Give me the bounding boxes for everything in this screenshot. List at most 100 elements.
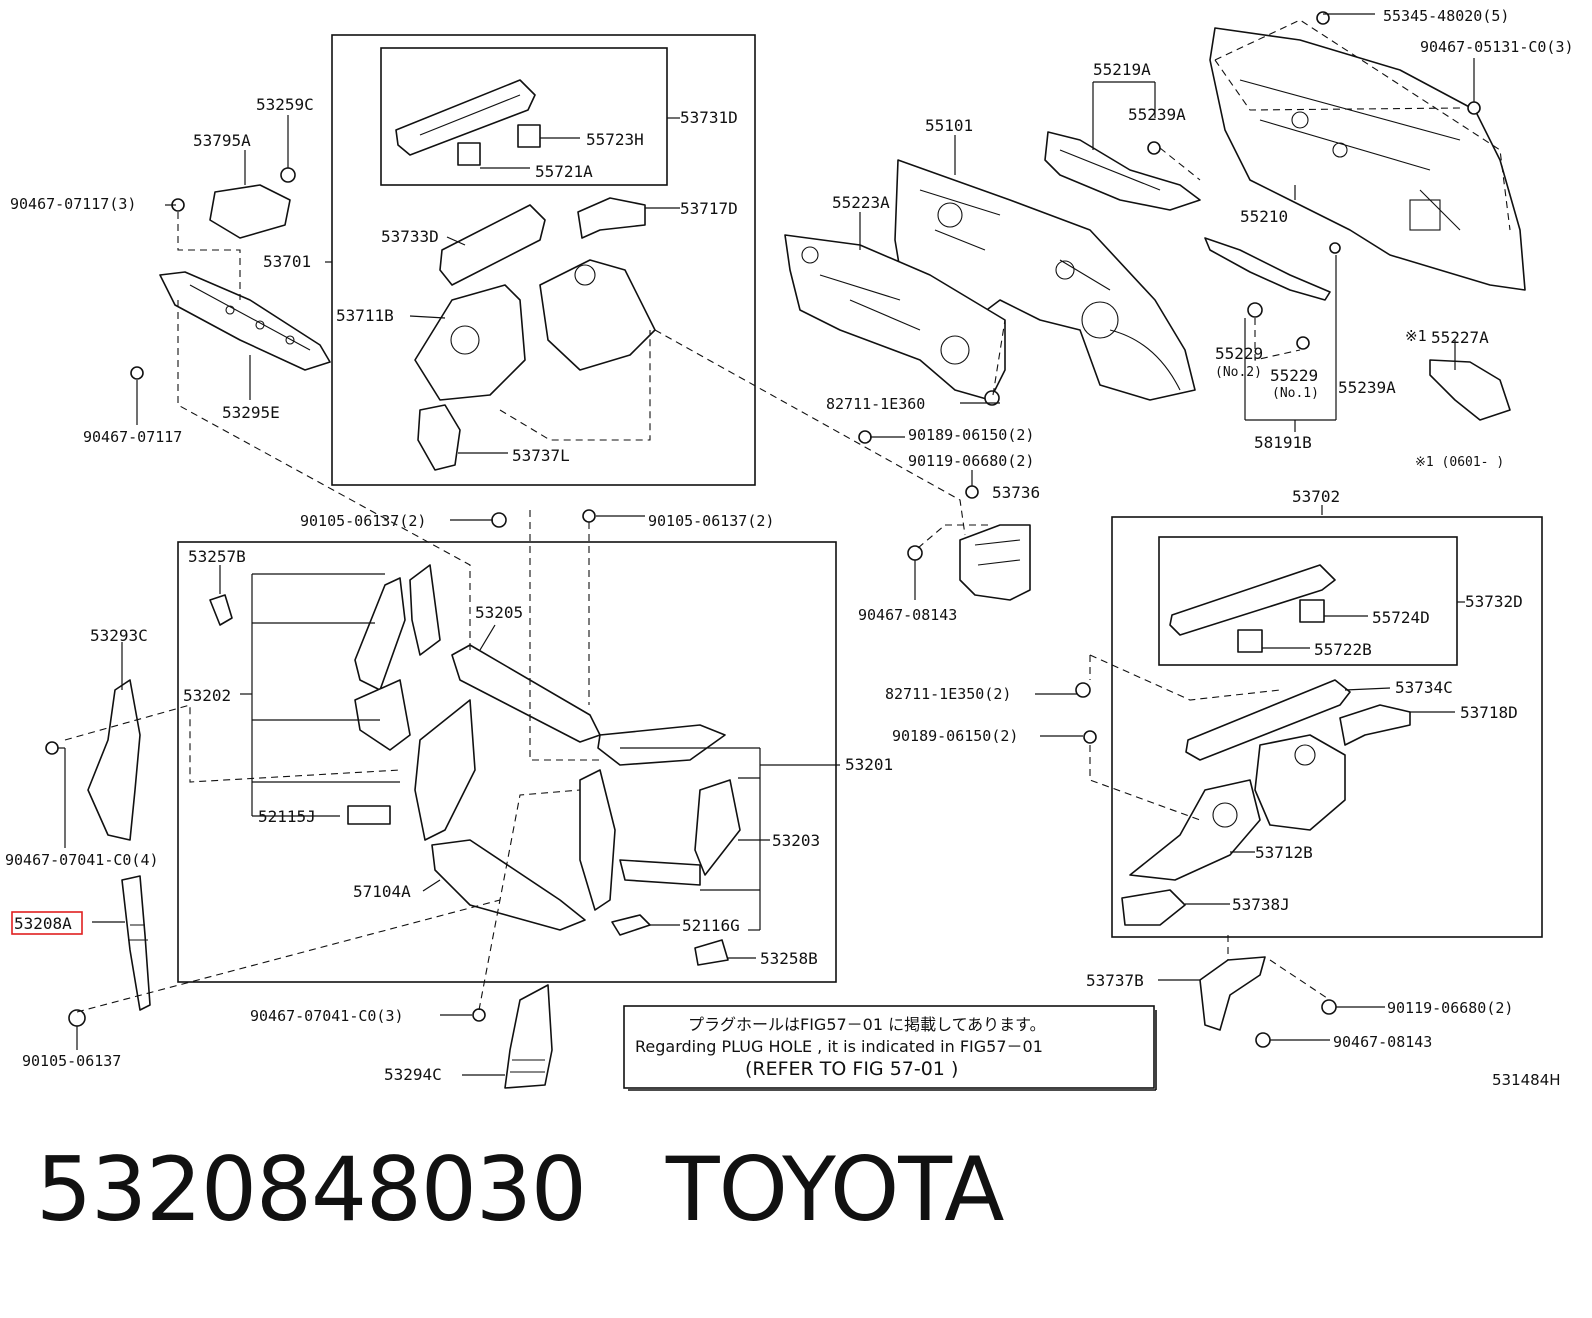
label-53736: 53736 bbox=[992, 483, 1040, 502]
caption-part-number: 5320848030 bbox=[36, 1138, 587, 1241]
label-53717D: 53717D bbox=[680, 199, 738, 218]
part-53718D bbox=[1339, 704, 1411, 746]
footnote-range: ※1 (0601- ) bbox=[1415, 455, 1504, 470]
label-52115J: 52115J bbox=[258, 807, 316, 826]
parts-diagram: 55345-48020(5) 90467-05131-C0(3) 55219A … bbox=[5, 7, 1574, 1091]
label-55239A-top: 55239A bbox=[1128, 105, 1186, 124]
label-53738J: 53738J bbox=[1232, 895, 1290, 914]
part-53734C bbox=[1185, 679, 1351, 761]
part-55722B-shape bbox=[1237, 629, 1263, 653]
group-box-53701 bbox=[331, 34, 756, 486]
part-55723H-shape bbox=[517, 124, 541, 148]
label-90105-06137-left: 90105-06137(2) bbox=[300, 512, 426, 530]
label-55101: 55101 bbox=[925, 116, 973, 135]
radiator-support-part bbox=[209, 564, 741, 966]
group-box-53201 bbox=[177, 541, 837, 983]
label-53201: 53201 bbox=[845, 755, 893, 774]
label-55345: 55345-48020(5) bbox=[1383, 7, 1509, 25]
label-55724D: 55724D bbox=[1372, 608, 1430, 627]
label-55229-no1: 55229 bbox=[1270, 366, 1318, 385]
label-53731D: 53731D bbox=[680, 108, 738, 127]
group-box-53732D bbox=[1158, 536, 1458, 666]
group-box-53731D bbox=[380, 47, 668, 186]
label-90467-07117-3: 90467-07117(3) bbox=[10, 195, 136, 213]
cowl-part-53295E bbox=[159, 271, 331, 371]
part-53738J bbox=[1121, 889, 1186, 926]
leader-lines bbox=[58, 13, 1475, 1076]
label-53701: 53701 bbox=[263, 252, 311, 271]
part-labels: 55345-48020(5) 90467-05131-C0(3) 55219A … bbox=[5, 7, 1574, 1084]
label-55229-no1-sub: (No.1) bbox=[1272, 386, 1319, 401]
part-53736 bbox=[959, 524, 1031, 601]
label-90119-06680-bottom: 90119-06680(2) bbox=[1387, 999, 1513, 1017]
label-57104A: 57104A bbox=[353, 882, 411, 901]
plug-hole-note: プラグホールはFIG57－01 に掲載してあります。 Regarding PLU… bbox=[635, 1015, 1046, 1080]
label-53702: 53702 bbox=[1292, 487, 1340, 506]
label-82711-1E360: 82711-1E360 bbox=[826, 395, 925, 413]
group-box-53702 bbox=[1111, 516, 1543, 938]
part-53293C bbox=[87, 679, 141, 841]
highlight-53208A bbox=[11, 911, 83, 935]
dash-panel-part bbox=[894, 159, 1196, 401]
label-53711B: 53711B bbox=[336, 306, 394, 325]
part-55721A-shape bbox=[457, 142, 481, 166]
label-90467-07041-3: 90467-07041-C0(3) bbox=[250, 1007, 404, 1025]
label-90467-05131: 90467-05131-C0(3) bbox=[1420, 38, 1574, 56]
note-reference: (REFER TO FIG 57-01 ) bbox=[745, 1058, 958, 1080]
diagram-code: 531484H bbox=[1492, 1071, 1561, 1089]
label-53295E: 53295E bbox=[222, 403, 280, 422]
insulator-part-55223A bbox=[784, 234, 1006, 401]
dash-insulator-part-55210 bbox=[1209, 27, 1526, 291]
bracket-part-58191B bbox=[1204, 237, 1331, 301]
part-53732D bbox=[1169, 564, 1336, 636]
label-55721A: 55721A bbox=[535, 162, 593, 181]
label-53294C: 53294C bbox=[384, 1065, 442, 1084]
label-55210: 55210 bbox=[1240, 207, 1288, 226]
label-53737L: 53737L bbox=[512, 446, 570, 465]
note-japanese: プラグホールはFIG57－01 に掲載してあります。 bbox=[688, 1015, 1046, 1034]
part-55227A bbox=[1429, 359, 1511, 421]
label-58191B: 58191B bbox=[1254, 433, 1312, 452]
label-52116G: 52116G bbox=[682, 916, 740, 935]
label-53795A: 53795A bbox=[193, 131, 251, 150]
part-53731D bbox=[395, 79, 536, 156]
label-82711-1E350: 82711-1E350(2) bbox=[885, 685, 1011, 703]
label-53718D: 53718D bbox=[1460, 703, 1518, 722]
label-55239A-bottom: 55239A bbox=[1338, 378, 1396, 397]
label-55227A: 55227A bbox=[1431, 328, 1489, 347]
label-53259C: 53259C bbox=[256, 95, 314, 114]
label-90467-07041-4: 90467-07041-C0(4) bbox=[5, 851, 159, 869]
label-53293C: 53293C bbox=[90, 626, 148, 645]
label-53257B: 53257B bbox=[188, 547, 246, 566]
footnote-mark-icon: ※1 bbox=[1405, 327, 1427, 345]
part-53737B bbox=[1199, 956, 1266, 1031]
label-55229-no2: 55229 bbox=[1215, 344, 1263, 363]
label-53202: 53202 bbox=[183, 686, 231, 705]
label-55229-no2-sub: (No.2) bbox=[1215, 365, 1262, 380]
label-90189-06150-top: 90189-06150(2) bbox=[908, 426, 1034, 444]
label-90189-06150-bottom: 90189-06150(2) bbox=[892, 727, 1018, 745]
note-english: Regarding PLUG HOLE , it is indicated in… bbox=[635, 1037, 1043, 1056]
part-53294C bbox=[504, 984, 553, 1089]
part-caption: 5320848030 TOYOTA bbox=[36, 1138, 1005, 1241]
part-55219A bbox=[1044, 131, 1201, 211]
label-55722B: 55722B bbox=[1314, 640, 1372, 659]
label-53712B: 53712B bbox=[1255, 843, 1313, 862]
apron-part-53711B bbox=[414, 259, 656, 401]
label-53205: 53205 bbox=[475, 603, 523, 622]
fastener-icons bbox=[45, 11, 1481, 1048]
label-55723H: 55723H bbox=[586, 130, 644, 149]
part-53733D bbox=[439, 204, 546, 286]
dashed-connectors bbox=[64, 19, 1511, 1013]
label-90467-07117: 90467-07117 bbox=[83, 428, 182, 446]
label-53737B: 53737B bbox=[1086, 971, 1144, 990]
caption-brand: TOYOTA bbox=[665, 1138, 1005, 1241]
label-53733D: 53733D bbox=[381, 227, 439, 246]
label-90119-06680-top: 90119-06680(2) bbox=[908, 452, 1034, 470]
label-53258B: 53258B bbox=[760, 949, 818, 968]
label-90105-06137-right: 90105-06137(2) bbox=[648, 512, 774, 530]
label-55219A: 55219A bbox=[1093, 60, 1151, 79]
part-53208A bbox=[121, 875, 151, 1011]
part-53795A bbox=[209, 184, 291, 239]
label-53732D: 53732D bbox=[1465, 592, 1523, 611]
